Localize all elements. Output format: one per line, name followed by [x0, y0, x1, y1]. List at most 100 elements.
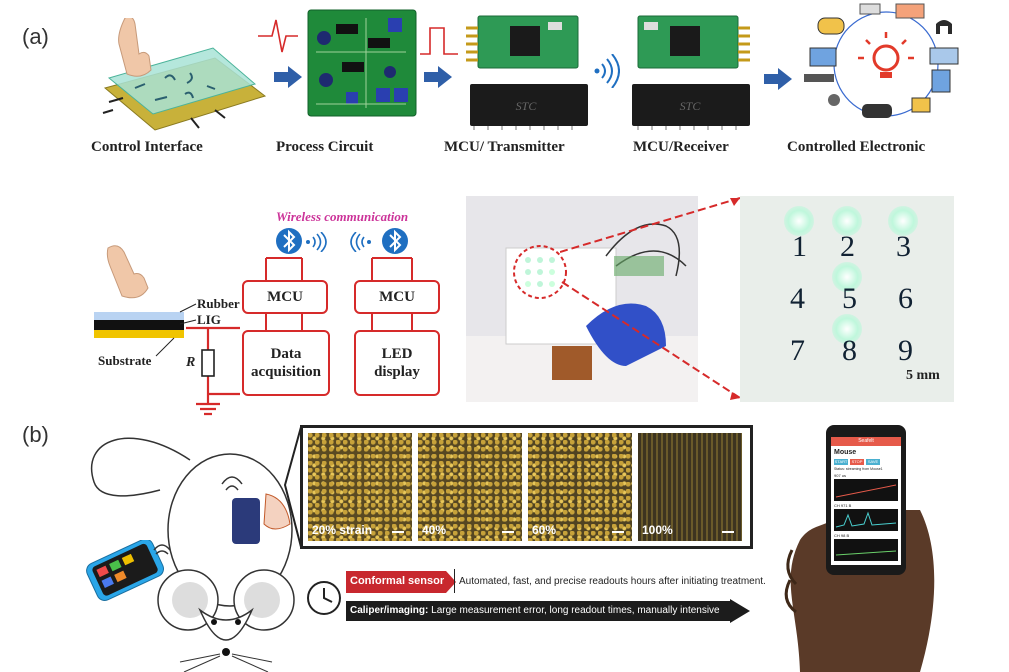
flow-arrow-icon — [274, 66, 302, 88]
app-stop-button[interactable]: STOP — [850, 459, 864, 465]
flow-arrow-icon — [424, 66, 452, 88]
scale-bar — [392, 531, 404, 533]
process-circuit-board — [307, 9, 417, 117]
chip-label: STC — [680, 99, 702, 113]
chip-label: STC — [516, 99, 538, 113]
conformal-end-marker — [454, 569, 455, 593]
gamepad-icon — [817, 17, 845, 35]
mouse-illustration — [91, 437, 295, 672]
keypad-number: 1 — [792, 230, 807, 263]
caliper-arrow — [346, 599, 750, 623]
stage-label-mcu-transmitter: MCU/ Transmitter — [444, 139, 565, 155]
conformal-sensor-label: Conformal sensor — [350, 575, 445, 587]
implant-device-icon — [232, 498, 260, 544]
bluetooth-icon — [382, 228, 408, 254]
wireless-signal-icon — [306, 232, 327, 252]
setup-photo — [466, 196, 698, 402]
stage-label-controlled-electronic: Controlled Electronic — [787, 139, 926, 155]
keypad-number: 9 — [898, 334, 913, 367]
speaker-bar-icon — [804, 74, 834, 82]
keypad-number: 6 — [898, 282, 913, 315]
caliper-label: Caliper/imaging: — [350, 605, 429, 616]
phone-screen: Seafelt Mouse START STOP SAVE Status: st… — [831, 437, 901, 565]
keypad-number: 2 — [840, 230, 855, 263]
control-interface-illustration — [102, 18, 267, 131]
lightbulb-icon — [858, 32, 914, 78]
app-title: Mouse — [834, 449, 857, 456]
vr-headset-icon — [862, 104, 892, 118]
caliper-text: Large measurement error, long readout ti… — [431, 605, 720, 616]
wireless-communication-title: Wireless communication — [276, 209, 409, 224]
mcu-block-left: MCU — [242, 280, 328, 314]
data-acquisition-line1: Data — [270, 346, 302, 362]
mouse-tail — [91, 437, 191, 497]
keypad-number: 3 — [896, 230, 911, 263]
keypad-number: 8 — [842, 334, 857, 367]
stage-label-process-circuit: Process Circuit — [276, 139, 374, 155]
keypad-number: 5 — [842, 282, 857, 315]
app-plot-3 — [834, 539, 898, 561]
layer-label-rubber: Rubber — [197, 296, 240, 311]
keypad-number: 4 — [790, 282, 805, 315]
conformal-sensor-text: Automated, fast, and precise readouts ho… — [459, 576, 766, 587]
spike-signal-icon — [258, 19, 298, 53]
wireless-signal-icon — [153, 544, 171, 555]
resistor-ground-circuit — [186, 326, 240, 416]
micrograph-20: 20% strain — [308, 433, 412, 541]
micrograph-label: 60% — [532, 523, 557, 537]
mcu-block-right: MCU — [354, 280, 440, 314]
app-status: Status: streaming from Mouse1 — [834, 467, 883, 471]
data-acquisition-line2: acquisition — [250, 364, 322, 380]
micrograph-40: 40% — [418, 433, 522, 541]
micrograph-label: 40% — [422, 523, 447, 537]
app-readout: CH 98 B — [834, 533, 850, 538]
controlled-devices-ring — [804, 3, 959, 118]
mcu-receiver-module: STC — [632, 15, 750, 130]
micrograph-60: 60% — [528, 433, 632, 541]
headphones-icon — [936, 20, 952, 34]
flow-arrow-icon — [764, 68, 792, 90]
micrograph-label: 20% strain — [312, 523, 373, 537]
pulse-signal-icon — [420, 27, 458, 55]
smartphone-cartoon-icon — [86, 540, 165, 601]
scale-bar — [502, 531, 514, 533]
projector-icon — [859, 3, 881, 15]
clock-icon — [307, 581, 341, 615]
app-header: Seafelt — [831, 437, 901, 446]
data-acquisition-block: Data acquisition — [242, 330, 330, 396]
conformal-arrow — [346, 571, 456, 593]
micrograph-frame — [300, 425, 753, 549]
tablet-icon — [931, 69, 951, 93]
tumor-sensor-icon — [263, 493, 291, 530]
block-diagram-wires — [265, 257, 413, 330]
zoomed-led-keypad: 1 2 3 4 5 6 7 8 9 5 mm — [740, 196, 954, 402]
tv-icon — [895, 3, 925, 19]
scale-label: 5 mm — [906, 368, 940, 383]
caliper-text-row: Caliper/imaging: Large measurement error… — [350, 605, 720, 616]
panel-a-label: (a) — [22, 24, 49, 49]
led-display-line1: LED — [381, 346, 413, 362]
stage-label-control-interface: Control Interface — [91, 139, 203, 155]
robot-icon — [911, 97, 931, 113]
led-display-line2: display — [374, 364, 420, 380]
laptop-icon — [929, 47, 959, 65]
micrograph-zoom-lines — [283, 426, 302, 548]
finger-icon — [106, 245, 149, 299]
keypad-number: 7 — [790, 334, 805, 367]
led-display-block: LED display — [354, 330, 440, 396]
scale-bar — [612, 531, 624, 533]
monitor-icon — [809, 47, 837, 67]
app-save-button[interactable]: SAVE — [866, 459, 880, 465]
stage-label-mcu-receiver: MCU/Receiver — [633, 139, 729, 155]
bluetooth-icon — [276, 228, 302, 254]
wireless-signal-icon — [594, 54, 620, 88]
wireless-signal-icon — [350, 232, 371, 252]
scale-bar — [722, 531, 734, 533]
wireless-signal-icon — [221, 476, 243, 491]
resistor-label: R — [186, 355, 196, 370]
mcu-transmitter-module: STC — [466, 15, 588, 130]
micrograph-100: 100% — [638, 433, 742, 541]
app-start-button[interactable]: START — [834, 459, 848, 465]
app-readout: 907 us — [834, 473, 847, 478]
layer-label-substrate: Substrate — [98, 353, 152, 368]
